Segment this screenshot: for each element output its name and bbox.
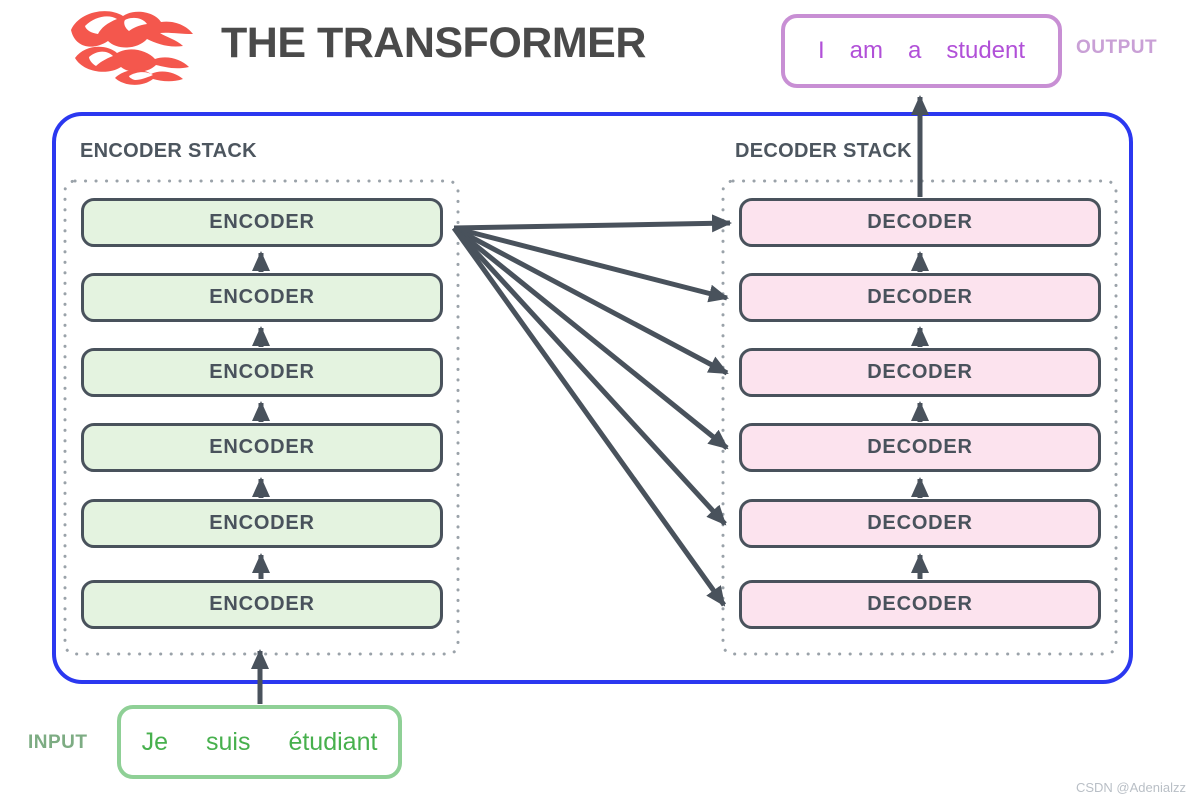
input-word: Je bbox=[141, 727, 168, 756]
encoder-box-label: ENCODER bbox=[209, 436, 315, 458]
encoder-box: ENCODER bbox=[81, 198, 443, 247]
encoder-box: ENCODER bbox=[81, 423, 443, 472]
output-label: OUTPUT bbox=[1076, 37, 1158, 58]
encoder-box: ENCODER bbox=[81, 348, 443, 397]
decoder-box-label: DECODER bbox=[867, 361, 973, 383]
decoder-stack-label: DECODER STACK bbox=[735, 140, 912, 162]
encoder-box-label: ENCODER bbox=[209, 211, 315, 233]
input-word: suis bbox=[205, 727, 251, 756]
decoder-box: DECODER bbox=[739, 423, 1101, 472]
output-word: a bbox=[907, 37, 922, 64]
encoder-box-label: ENCODER bbox=[209, 361, 315, 383]
encoder-stack-label: ENCODER STACK bbox=[80, 140, 257, 162]
output-box: I am a student bbox=[781, 14, 1062, 88]
output-word: am bbox=[849, 37, 883, 64]
encoder-box: ENCODER bbox=[81, 499, 443, 548]
input-box: Je suis étudiant bbox=[117, 705, 402, 779]
decoder-box: DECODER bbox=[739, 198, 1101, 247]
encoder-box-label: ENCODER bbox=[209, 286, 315, 308]
decoder-box: DECODER bbox=[739, 348, 1101, 397]
page-title: THE TRANSFORMER bbox=[221, 19, 646, 67]
decoder-box: DECODER bbox=[739, 580, 1101, 629]
encoder-box: ENCODER bbox=[81, 580, 443, 629]
encoder-box: ENCODER bbox=[81, 273, 443, 322]
encoder-box-label: ENCODER bbox=[209, 593, 315, 615]
input-word: étudiant bbox=[288, 727, 378, 756]
flame-logo-icon bbox=[71, 11, 193, 85]
decoder-box: DECODER bbox=[739, 499, 1101, 548]
output-word: I bbox=[817, 37, 825, 64]
output-word: student bbox=[946, 37, 1026, 64]
decoder-box-label: DECODER bbox=[867, 436, 973, 458]
encoder-box-label: ENCODER bbox=[209, 512, 315, 534]
decoder-box-label: DECODER bbox=[867, 512, 973, 534]
decoder-box-label: DECODER bbox=[867, 211, 973, 233]
input-label: INPUT bbox=[28, 732, 88, 753]
watermark: CSDN @Adenialzz bbox=[1075, 780, 1186, 795]
decoder-box: DECODER bbox=[739, 273, 1101, 322]
decoder-box-label: DECODER bbox=[867, 593, 973, 615]
decoder-box-label: DECODER bbox=[867, 286, 973, 308]
transformer-frame bbox=[52, 112, 1133, 684]
